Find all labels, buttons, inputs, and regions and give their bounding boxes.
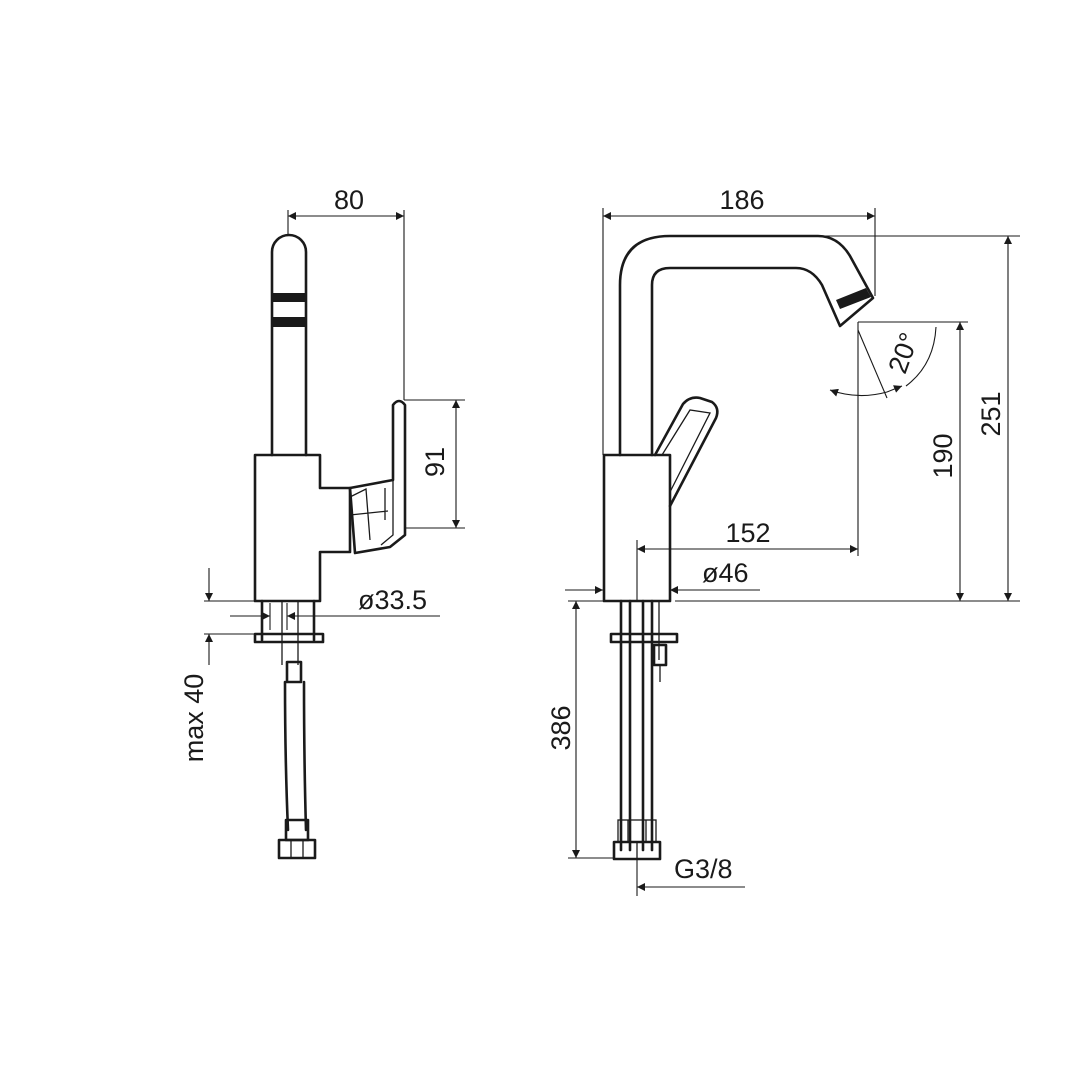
side-hose-nut — [285, 660, 303, 684]
side-lever-inner — [349, 480, 394, 546]
front-mounting-plate — [609, 632, 679, 644]
dim-max40-label: max 40 — [179, 674, 209, 763]
side-hose — [283, 680, 308, 832]
dim-91-label: 91 — [420, 447, 450, 477]
front-lever — [653, 396, 719, 508]
dim-80-label: 80 — [334, 185, 364, 215]
side-aerator-ring — [271, 293, 307, 302]
side-view: 80 91 ø33.5 max 40 — [179, 185, 465, 860]
front-body — [602, 453, 672, 603]
side-hose-fitting — [277, 838, 317, 860]
front-view: 186 251 190 152 ø46 20° 386 G3/8 — [546, 185, 1020, 896]
dim-angle-label: 20° — [882, 329, 924, 378]
front-aerator — [836, 288, 871, 309]
dim-152-label: 152 — [725, 518, 770, 548]
dim-thread-label: G3/8 — [674, 854, 733, 884]
dim-angle-arc — [829, 388, 888, 397]
front-spout — [618, 234, 875, 457]
dim-190-label: 190 — [928, 433, 958, 478]
side-body — [253, 453, 352, 603]
dim-186-label: 186 — [719, 185, 764, 215]
side-aerator-band — [271, 317, 307, 327]
side-mounting-plate — [253, 632, 325, 644]
dim-386-label: 386 — [546, 705, 576, 750]
dim-251-label: 251 — [976, 391, 1006, 436]
side-spout — [270, 233, 308, 457]
dim-hole-label: ø33.5 — [358, 585, 427, 615]
side-lever — [348, 399, 407, 555]
dim-body-diameter-label: ø46 — [702, 558, 749, 588]
